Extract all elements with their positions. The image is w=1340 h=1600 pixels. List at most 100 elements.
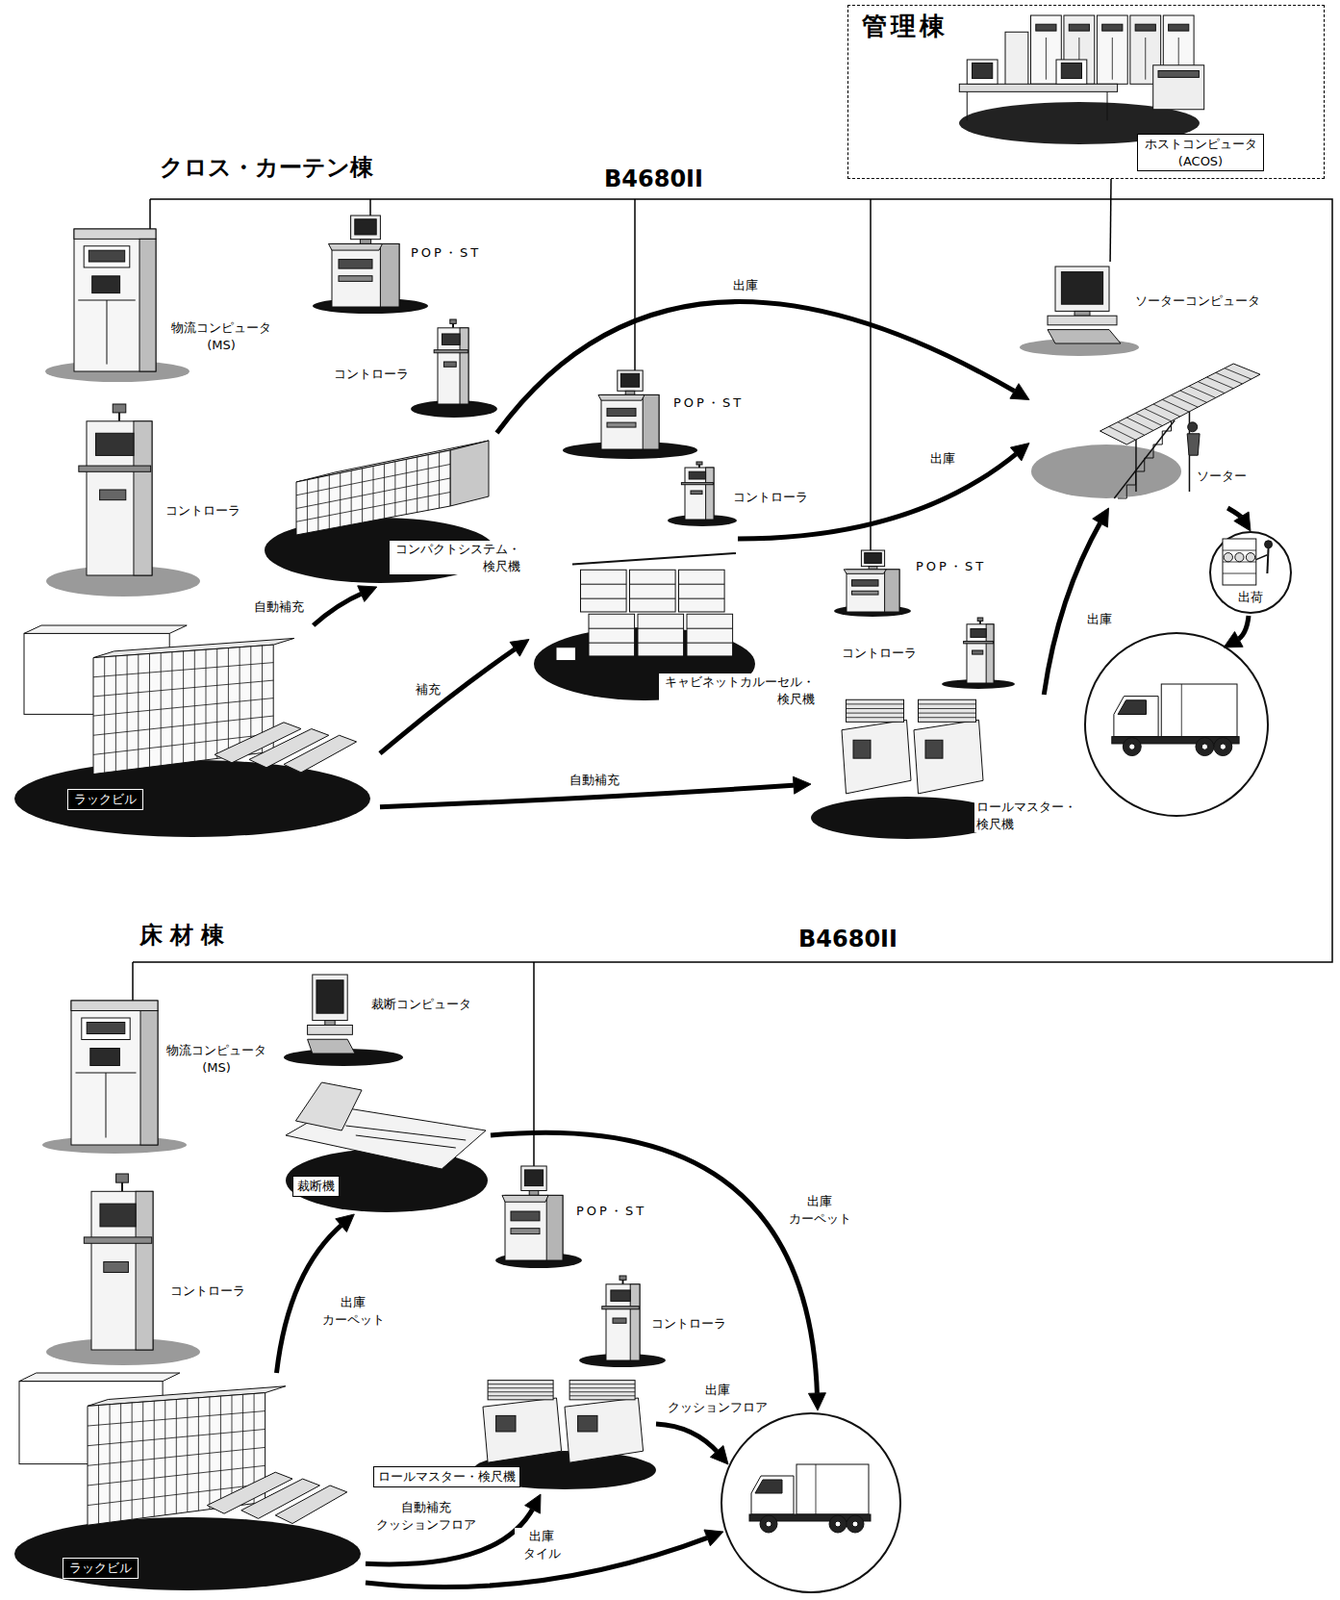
equipment-picture [567,365,765,460]
illustration-part [1222,550,1257,552]
illustration-part [87,1465,266,1486]
illustration-part [359,239,371,245]
illustration-part [846,712,905,714]
illustration-part [841,719,911,794]
illustration-part [441,333,460,345]
illustration-part [1112,37,1113,80]
equipment-label: POP・ST [574,1202,649,1220]
illustration-part [83,1237,152,1243]
edge-label: 出庫 [731,277,760,295]
illustration-part [345,1125,466,1140]
illustration-part [78,465,152,472]
equipment-node: 物流コンピュータ (MS) [35,228,281,383]
illustration-part [918,716,977,718]
illustration-part [1036,24,1057,31]
illustration-part [569,1380,635,1400]
illustration-part [1219,743,1226,750]
illustration-part [765,1520,772,1527]
illustration-part [1126,484,1128,499]
illustration-part [918,703,977,705]
flow-connector [1227,507,1251,531]
illustration-part [92,276,121,294]
illustration-part [87,1428,266,1445]
illustration-part [338,276,373,282]
illustration-part [1213,737,1233,757]
equipment-node: POP・ST [832,550,1020,618]
illustration-part [686,628,734,630]
illustration-part [450,440,489,506]
illustration-part [846,569,900,612]
illustration-part [93,680,274,697]
illustration-part [846,716,905,718]
equipment-node: ラックビル [9,1372,366,1593]
illustration-part [1117,700,1146,715]
equipment-label: POP・ST [913,557,988,576]
illustration-part [1005,31,1029,88]
illustration-part [642,394,659,450]
illustration-part [1122,737,1141,757]
illustration-part [1181,683,1183,737]
illustration-part [588,628,635,630]
illustration-part [829,1515,847,1533]
illustration-part [846,707,905,709]
illustration-part [846,699,905,722]
equipment-label: 出荷 [1236,588,1265,607]
illustration-part [93,715,274,735]
arrow-head [704,1529,724,1546]
section-heading: 床材棟 [137,921,234,950]
illustration-part [87,1446,266,1466]
equipment-label: ロールマスター・検尺機 [373,1466,521,1488]
edge-label: 出庫 [928,450,958,468]
illustration-part [133,421,152,576]
illustration-part [112,404,127,413]
flow-arrow [313,592,364,626]
illustration-part [884,569,900,612]
flow-connector [1110,178,1113,262]
equipment-label: コントローラ [163,502,243,520]
network-line [132,199,1333,962]
illustration-part [972,650,984,655]
illustration-part [569,1390,635,1392]
illustration-part [1168,24,1189,31]
illustration-part [625,390,635,395]
section-heading: B4680II [796,925,900,954]
illustration-part [606,1284,640,1361]
illustration-part [296,478,451,509]
illustration-part [751,1475,794,1515]
arrow-head [335,1213,355,1233]
equipment-node: コントローラ [327,317,501,419]
arrow-head [1010,383,1030,401]
illustration-part [581,569,628,612]
equipment-label: ラックビル [67,788,144,810]
illustration-part [686,613,734,657]
illustration-part [351,215,381,240]
equipment-node: ソーターコンピュータ [1019,261,1290,358]
illustration-part [338,259,373,270]
illustration-part [834,1520,841,1527]
illustration-part [90,1048,121,1066]
illustration-part [71,1000,158,1012]
equipment-label: POP・ST [671,394,746,412]
arrow-head [808,1392,826,1411]
illustration-part [1153,65,1205,110]
illustration-part [71,1000,158,1145]
equipment-label: キャビネットカルーセル・検尺機 [658,673,817,708]
equipment-node: コンパクトシステム・検尺機 [259,432,539,587]
network-bus [132,199,1333,1166]
illustration-part [1187,433,1200,456]
illustration-part [588,642,635,644]
illustration-part [679,569,726,612]
equipment-node: 物流コンピュータ (MS) [35,995,277,1155]
equipment-node: コントローラ [663,461,828,528]
equipment-picture [1019,261,1290,358]
equipment-picture [1029,363,1294,508]
illustration-part [328,243,383,251]
illustration-part [578,1415,598,1432]
illustration-part [81,1017,130,1040]
illustration-part [696,461,703,465]
illustration-part [307,1038,355,1054]
illustration-part [556,647,576,661]
illustration-part [630,569,677,612]
equipment-label: 裁断機 [292,1175,340,1197]
illustration-part [295,1082,362,1131]
